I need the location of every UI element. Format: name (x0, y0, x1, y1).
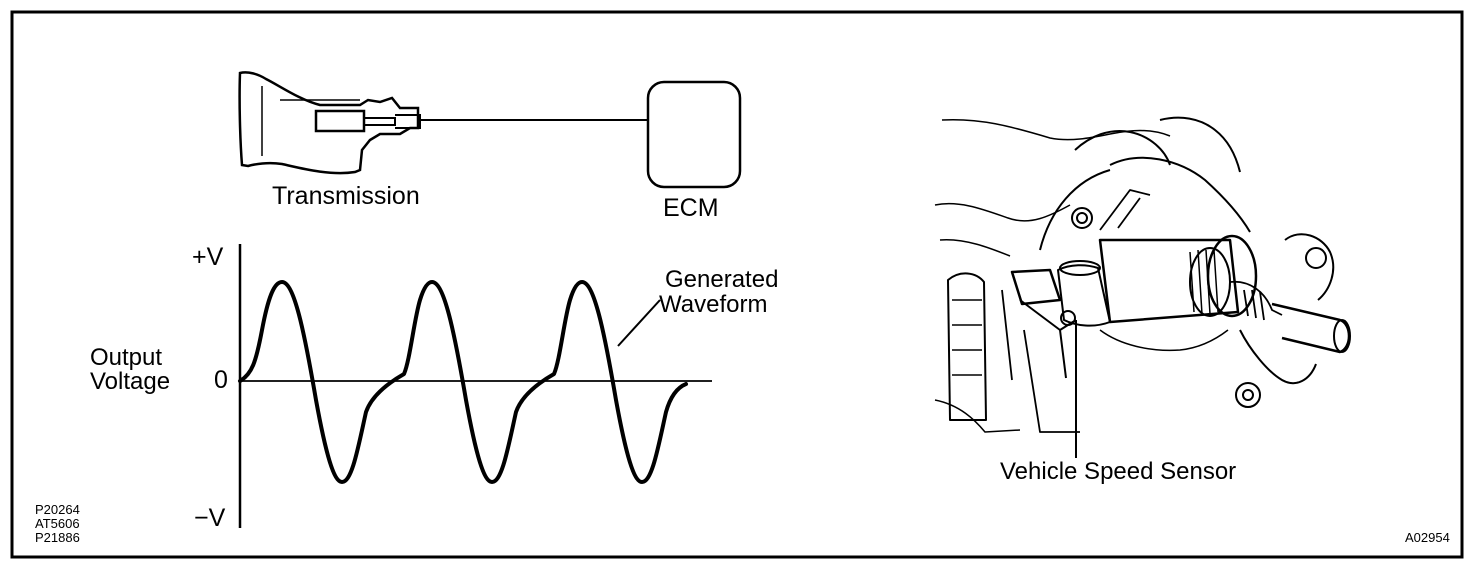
reference-code-left-3: P21886 (35, 530, 80, 545)
reference-code-right: A02954 (1405, 530, 1450, 545)
transmission-drawing (238, 71, 421, 175)
vehicle-speed-sensor-illustration (934, 116, 1351, 433)
reference-code-left-1: P20264 (35, 502, 80, 517)
output-voltage-label-line2: Voltage (90, 368, 170, 395)
zero-label: 0 (214, 366, 228, 394)
figure-border (10, 10, 1464, 559)
reference-code-left-2: AT5606 (35, 516, 80, 531)
transmission-label: Transmission (272, 182, 420, 210)
vehicle-speed-sensor-label: Vehicle Speed Sensor (1000, 458, 1236, 485)
plus-v-label: +V (192, 243, 224, 271)
waveform-leader-line (617, 299, 661, 347)
output-voltage-label-line1: Output (90, 344, 162, 371)
generated-waveform (238, 280, 688, 484)
generated-waveform-label-line1: Generated (665, 266, 778, 293)
ecm-box (646, 80, 742, 189)
ecm-label: ECM (663, 194, 719, 222)
generated-waveform-label-line2: Waveform (659, 291, 767, 318)
minus-v-label: −V (194, 504, 226, 532)
